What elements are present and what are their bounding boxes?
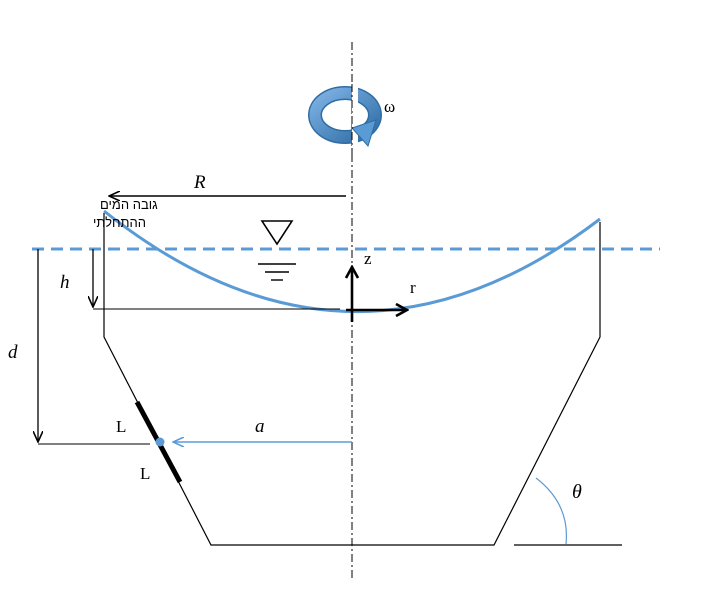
gate-label-top: L bbox=[116, 417, 126, 436]
radius-label: R bbox=[193, 172, 206, 193]
theta-angle-arc bbox=[535, 477, 568, 545]
initial-water-level-label-line1: גובה המים bbox=[100, 197, 158, 212]
a-label: a bbox=[255, 416, 265, 437]
initial-water-level-label-line2: ההתחלתי bbox=[93, 215, 146, 230]
z-label: z bbox=[364, 249, 372, 268]
r-label: r bbox=[410, 278, 416, 297]
gate-hinge-point bbox=[155, 437, 165, 447]
d-label: d bbox=[8, 342, 18, 363]
tank-outline bbox=[103, 213, 601, 546]
gate-label-bottom: L bbox=[140, 464, 150, 483]
omega-label: ω bbox=[384, 97, 395, 116]
rotation-arrow-icon bbox=[308, 85, 382, 155]
theta-label: θ bbox=[572, 481, 582, 503]
free-surface-triangle-icon bbox=[258, 220, 296, 281]
h-label: h bbox=[60, 272, 70, 293]
